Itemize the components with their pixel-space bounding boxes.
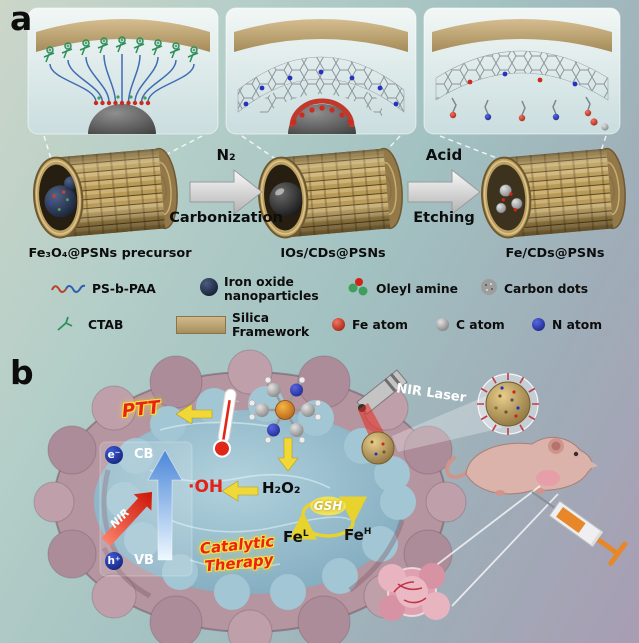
- n-atom-icon: [532, 318, 545, 331]
- c-atom-icon: [436, 318, 449, 331]
- hole-badge: h⁺: [105, 552, 123, 570]
- fe-low-sup: L: [302, 529, 309, 539]
- tumor-zoom-lines: [429, 485, 559, 607]
- iron-oxide-core: [269, 182, 304, 217]
- reaction-arrow-2: [407, 168, 481, 216]
- tube-precursor: [33, 147, 178, 239]
- tube-carbonized: [258, 147, 403, 239]
- magnifier-cone: [392, 396, 502, 452]
- fe-low-label: FeL: [283, 528, 309, 546]
- ctab-icon: [57, 316, 73, 331]
- panel-b-label: b: [10, 353, 34, 392]
- etched-label: Fe/CDs@PSNs: [505, 246, 605, 261]
- yellow-arrows: [175, 403, 299, 502]
- cell-membrane: [33, 349, 467, 643]
- surface-ligand-spikes: [477, 373, 539, 435]
- panel-a-graphics: [27, 7, 626, 239]
- iron-oxide-label: Iron oxide nanoparticles: [224, 275, 319, 303]
- arrow2-condition: Acid: [425, 146, 463, 164]
- n-dopant-dots: [243, 69, 399, 107]
- oleyl-amine-dots: [93, 100, 151, 106]
- h2o2-label: H₂O₂: [262, 479, 301, 497]
- silica-framework-icon: [176, 316, 226, 334]
- arrow1-process: Carbonization: [169, 210, 283, 226]
- ctab-label: CTAB: [88, 318, 124, 332]
- panel-a-label: a: [10, 0, 33, 38]
- panel-b-graphics: [33, 349, 628, 643]
- fe-complex-molecule: [248, 376, 322, 444]
- inset-carbonized-zoom: [225, 7, 417, 135]
- carbon-dot-clusters: [495, 184, 523, 214]
- band-diagram: [99, 441, 193, 577]
- tumor-on-mouse: [536, 470, 560, 486]
- fe3o4-nanoparticle: [44, 176, 79, 218]
- gsh-label: GSH: [313, 499, 343, 513]
- inset-etched-zoom: [423, 7, 621, 135]
- carbon-dots-icon: [481, 279, 497, 295]
- silica-framework-label: Silica Framework: [232, 311, 310, 339]
- arrow2-process: Etching: [413, 210, 475, 226]
- c-atom-label: C atom: [456, 318, 505, 332]
- tumor-vessels: [393, 581, 427, 604]
- tumor-illustration: [378, 563, 450, 621]
- iron-oxide-dome: [88, 104, 156, 134]
- oleyl-amine-label: Oleyl amine: [376, 282, 458, 296]
- precursor-label: Fe₃O₄@PSNs precursor: [28, 246, 192, 261]
- thermometer-icon: [212, 388, 240, 458]
- graphene-mesh: [237, 56, 405, 113]
- mouse-tail: [445, 456, 470, 480]
- mouse-illustration: [445, 436, 598, 496]
- vb-label: VB: [134, 553, 154, 568]
- nanoparticle-on-membrane: [361, 431, 395, 465]
- fe-atom-label: Fe atom: [352, 318, 408, 332]
- silica-arch: [36, 19, 210, 52]
- nir-excitation-arrow: [101, 492, 152, 547]
- dangling-chains: [451, 96, 591, 116]
- arrow1-condition: N₂: [216, 146, 236, 164]
- reaction-arrow-1: [189, 168, 263, 216]
- carbon-dots-label: Carbon dots: [504, 282, 589, 296]
- electron-badge: e⁻: [105, 446, 123, 464]
- cb-label: CB: [134, 447, 154, 462]
- syringe-icon: [531, 491, 628, 566]
- fe-layer-dots: [291, 105, 353, 125]
- fe-atom-icon: [332, 318, 345, 331]
- band-gap-arrow: [147, 449, 183, 561]
- fe-low-base: Fe: [283, 528, 303, 546]
- inset-precursor-zoom: [27, 7, 219, 135]
- oleyl-amine-icon: [348, 278, 368, 296]
- ptt-label: PTT: [121, 397, 162, 422]
- ps-b-paa-icon: [51, 284, 86, 293]
- nanoparticle-zoom: [477, 373, 539, 435]
- gsh-cycle: [289, 496, 367, 540]
- iron-oxide-icon: [200, 278, 218, 296]
- n-atom-label: N atom: [552, 318, 603, 332]
- polymer-chains: [49, 54, 195, 103]
- fe-high-label: FeH: [344, 526, 371, 544]
- fe-high-sup: H: [363, 527, 372, 537]
- tube-etched: [481, 147, 626, 239]
- carbonized-label: IOs/CDs@PSNs: [280, 246, 386, 261]
- fe-high-base: Fe: [344, 526, 364, 544]
- hydroxyl-radical-label: ·OH: [188, 477, 224, 497]
- ps-b-paa-label: PS-b-PAA: [92, 282, 156, 296]
- fe-center-atom: [275, 400, 295, 420]
